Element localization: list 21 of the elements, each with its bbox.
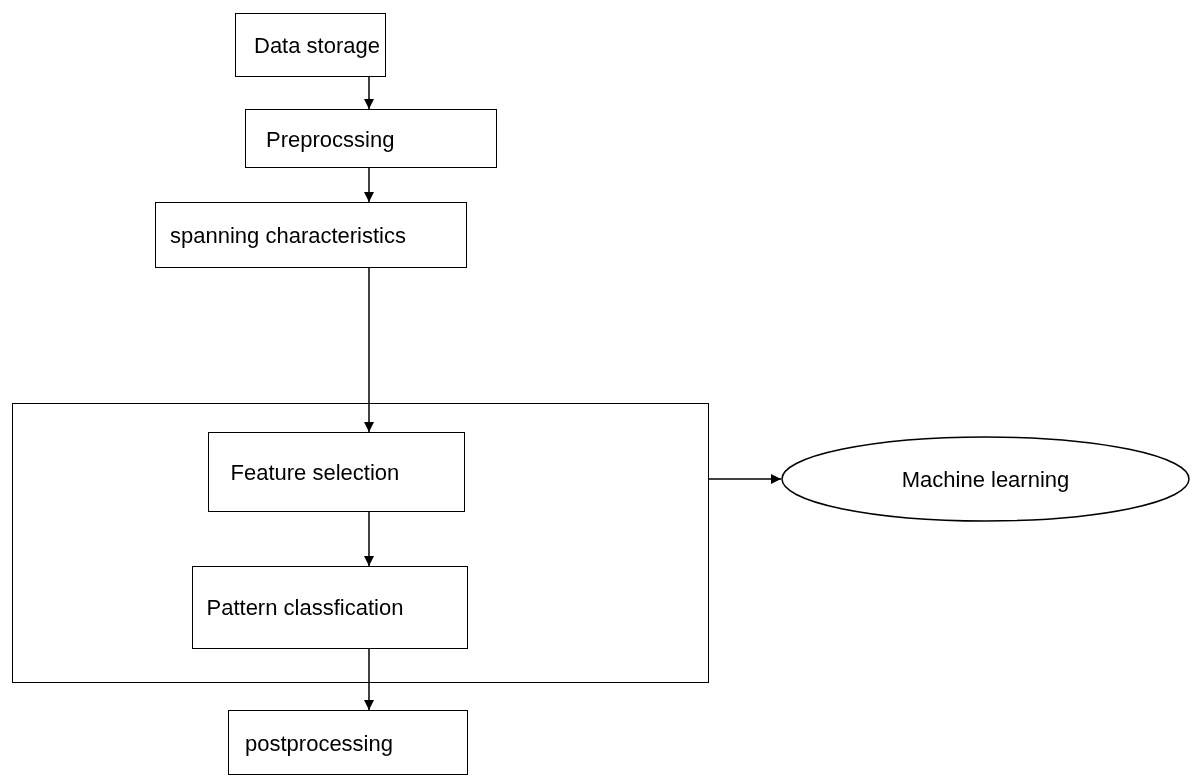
node-label: Machine learning [901,465,1070,494]
arrow [708,474,782,484]
node-label: postprocessing [245,729,393,758]
process-box [228,710,468,775]
arrow [364,76,374,110]
arrow [364,167,374,203]
process-box [235,13,386,77]
arrow [364,648,374,711]
process-box [191,565,468,649]
arrow [364,511,374,567]
node-label: spanning characteristics [170,221,406,250]
node-label: Preprocssing [266,125,395,154]
arrow [364,267,374,433]
node-label: Data storage [254,31,380,60]
process-box [245,109,497,168]
process-box [207,431,465,512]
group-box [12,403,709,683]
node-label: Feature selection [230,458,400,486]
process-box [155,202,467,268]
node-label: Pattern classfication [206,593,404,622]
ellipse-node [781,436,1190,522]
